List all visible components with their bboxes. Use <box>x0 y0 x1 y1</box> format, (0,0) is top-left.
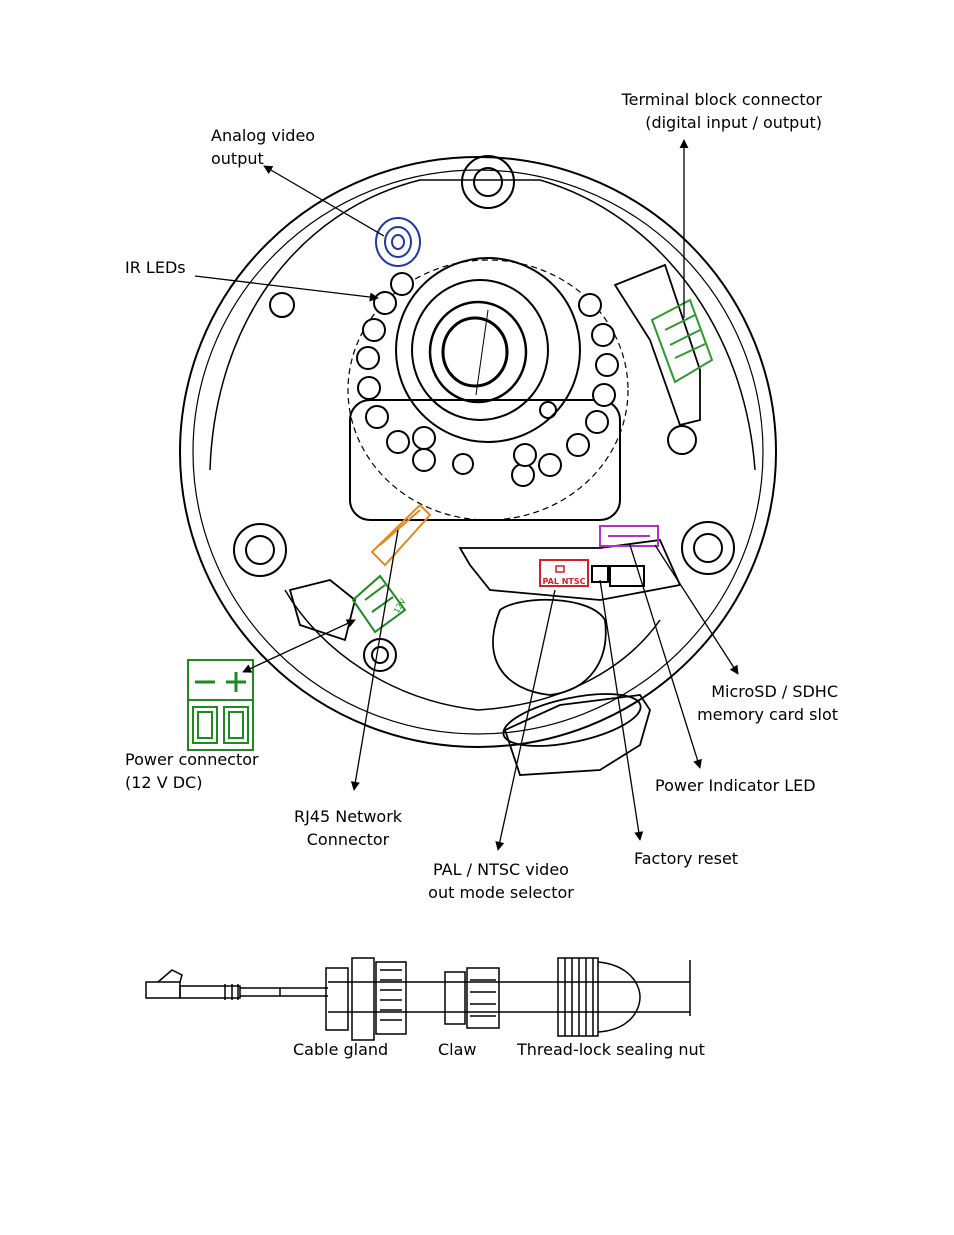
rj45-component <box>370 503 432 567</box>
label-terminal-block: Terminal block connector (digital input … <box>621 90 822 132</box>
pal-ntsc-switch-text: PAL NTSC <box>543 577 586 586</box>
terminal-block-component <box>650 298 714 384</box>
analog-video-connector <box>375 217 421 267</box>
cable-assembly <box>145 969 690 1013</box>
pal-ntsc-switch: PAL NTSC <box>539 559 589 587</box>
power-connector-board: 12V <box>351 574 408 634</box>
label-sealing-nut: Thread-lock sealing nut <box>517 1040 705 1059</box>
label-rj45: RJ45 Network Connector <box>293 807 403 849</box>
label-microsd: MicroSD / SDHC memory card slot <box>697 682 838 724</box>
sealing-nut-part <box>557 957 691 1037</box>
claw-part <box>444 967 500 1029</box>
mounting-screws <box>233 155 735 672</box>
camera-housing <box>179 156 777 748</box>
label-power-led: Power Indicator LED <box>655 776 816 795</box>
power-voltage-text: 12V <box>392 596 408 615</box>
cable-gland-part <box>325 957 407 1041</box>
label-pal-ntsc: PAL / NTSC video out mode selector <box>428 860 574 902</box>
label-factory-reset: Factory reset <box>634 849 739 868</box>
leader-arrows <box>194 139 739 851</box>
power-connector-enlarged <box>187 659 254 751</box>
label-analog-video: Analog video output <box>211 126 316 168</box>
label-cable-gland: Cable gland <box>293 1040 389 1059</box>
ir-led-ring <box>356 272 619 487</box>
lens-assembly <box>347 257 629 521</box>
label-claw: Claw <box>438 1040 477 1059</box>
label-power-connector: Power connector (12 V DC) <box>125 750 259 792</box>
factory-reset-button <box>591 565 645 587</box>
microsd-slot <box>599 525 659 547</box>
label-ir-leds: IR LEDs <box>125 258 186 277</box>
